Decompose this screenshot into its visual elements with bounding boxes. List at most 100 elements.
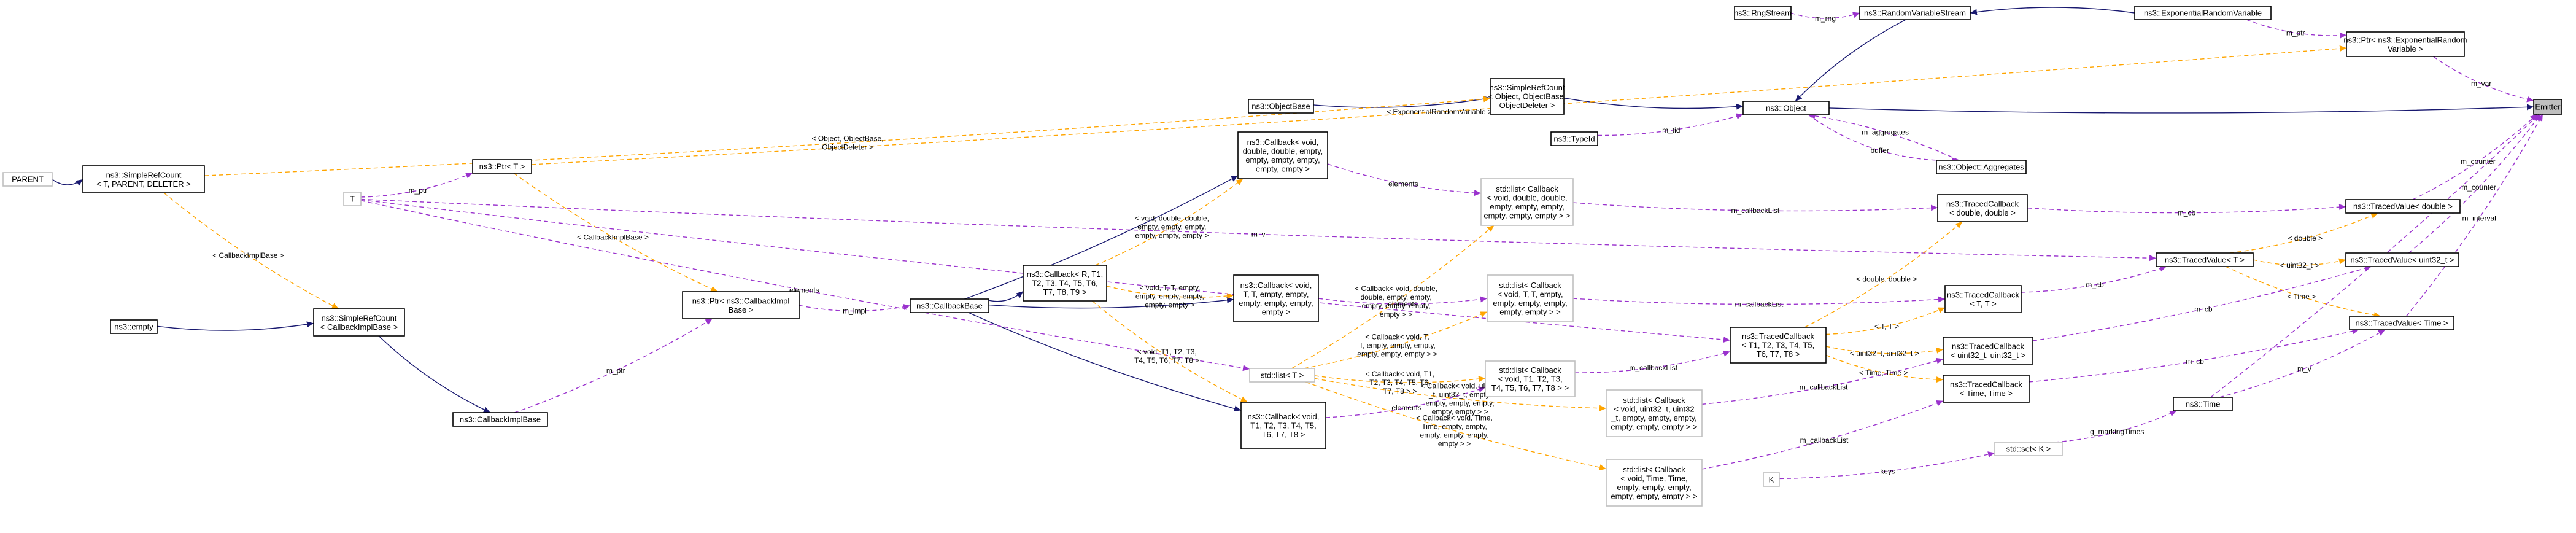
- class-name-line: ns3::RngStream: [1734, 9, 1792, 18]
- class-name-line: std::list< Callback: [1499, 281, 1561, 290]
- class-box: [452, 412, 548, 427]
- edge-label: m_cb: [2186, 357, 2204, 365]
- class-name-line: ns3::TracedValue< uint32_t >: [2350, 255, 2454, 265]
- class-node-listcbt1[interactable]: std::list< Callback< void, T1, T2, T3,T4…: [1485, 360, 1576, 397]
- class-box: [472, 159, 532, 174]
- class-name-line: empty, empty, empty,: [1493, 298, 1567, 308]
- class-node-tcbu32[interactable]: ns3::TracedCallback< uint32_t, uint32_t …: [1943, 337, 2033, 365]
- usage-arrow: [2412, 114, 2537, 200]
- class-node-simplerefcountobj[interactable]: ns3::SimpleRefCount< Object, ObjectBase,…: [1488, 78, 1566, 115]
- class-name-line: empty, empty, empty,: [1239, 298, 1313, 308]
- usage-arrow: [2021, 265, 2167, 293]
- edge-label: m_interval: [2462, 214, 2496, 223]
- class-node-callbackrt[interactable]: ns3::Callback< R, T1,T2, T3, T4, T5, T6,…: [1023, 265, 1107, 302]
- usage-arrow: [2027, 204, 2346, 214]
- class-node-object[interactable]: ns3::Object: [1742, 101, 1830, 115]
- class-box: [1240, 402, 1326, 449]
- class-node-t[interactable]: T: [343, 192, 362, 206]
- template-instance-arrow: [1092, 300, 1248, 403]
- edge-label: < T, T >: [1874, 322, 1899, 330]
- class-node-emitter[interactable]: Emitter: [2533, 99, 2562, 115]
- usage-arrow: [2054, 410, 2177, 443]
- edge-label: < double, double >: [1856, 274, 1917, 283]
- usage-arrow: [2029, 328, 2359, 383]
- class-node-tvtime[interactable]: ns3::TracedValue< Time >: [2349, 316, 2454, 330]
- class-box: [1734, 6, 1792, 20]
- class-node-setk[interactable]: std::set< K >: [1994, 442, 2063, 456]
- class-node-tcbtime[interactable]: ns3::TracedCallback< Time, Time >: [1943, 375, 2030, 403]
- class-name-line: double, double, empty,: [1243, 146, 1323, 155]
- class-node-listcbtime[interactable]: std::list< Callback< void, Time, Time,em…: [1606, 459, 1703, 507]
- class-node-simplerefcountcb[interactable]: ns3::SimpleRefCount< CallbackImplBase >: [313, 308, 405, 337]
- class-box: [1490, 78, 1565, 115]
- class-box: [2346, 31, 2465, 57]
- class-node-tvdouble[interactable]: ns3::TracedValue< double >: [2345, 199, 2461, 214]
- class-node-listcbu32[interactable]: std::list< Callback< void, uint32_t, uin…: [1606, 389, 1703, 437]
- class-name-line: < CallbackImplBase >: [320, 322, 398, 332]
- template-instance-arrow: [513, 173, 718, 292]
- edge-label: < Callback< void, T1,T2, T3, T4, T5, T6,…: [1366, 370, 1435, 395]
- edge-label: < Time >: [2287, 292, 2316, 301]
- class-node-tcbdd[interactable]: ns3::TracedCallback< double, double >: [1937, 194, 2028, 222]
- class-node-tvu32[interactable]: ns3::TracedValue< uint32_t >: [2345, 252, 2459, 267]
- class-node-tcbtt[interactable]: ns3::TracedCallback< T, T >: [1944, 285, 2022, 313]
- class-node-time[interactable]: ns3::Time: [2173, 397, 2233, 411]
- class-node-ptrt[interactable]: ns3::Ptr< T >: [472, 159, 532, 174]
- class-name-line: < void, double, double,: [1487, 193, 1567, 202]
- edge-label: < Callback< void, Time,Time, empty, empt…: [1416, 413, 1493, 448]
- inheritance-arrow: [964, 175, 1239, 300]
- class-box: [682, 291, 800, 319]
- class-node-k[interactable]: K: [1763, 472, 1780, 487]
- class-node-listcbdd[interactable]: std::list< Callback< void, double, doubl…: [1480, 178, 1574, 226]
- class-name-line: ns3::CallbackImplBase: [460, 415, 541, 424]
- class-box: [2173, 397, 2233, 411]
- class-node-listcbtt[interactable]: std::list< Callback< void, T, T, empty,e…: [1487, 274, 1574, 322]
- class-node-objectaggregates[interactable]: ns3::Object::Aggregates: [1936, 160, 2027, 174]
- class-node-simplerefcountt[interactable]: ns3::SimpleRefCount< T, PARENT, DELETER …: [82, 165, 205, 193]
- class-box: [343, 192, 362, 206]
- class-node-tcbt1[interactable]: ns3::TracedCallback< T1, T2, T3, T4, T5,…: [1730, 327, 1827, 364]
- template-instance-arrow: [2225, 266, 2381, 319]
- inheritance-arrow: [968, 312, 1242, 412]
- class-node-callbackimplbase[interactable]: ns3::CallbackImplBase: [452, 412, 548, 427]
- class-box: [1233, 274, 1319, 322]
- class-node-callbackvoidt1[interactable]: ns3::Callback< void,T1, T2, T3, T4, T5,T…: [1240, 402, 1326, 449]
- class-node-listt[interactable]: std::list< T >: [1249, 368, 1315, 383]
- class-name-line: < Time, Time >: [1960, 389, 2013, 398]
- class-node-empty[interactable]: ns3::empty: [110, 319, 158, 334]
- class-name-line: empty >: [1262, 307, 1291, 316]
- class-node-ptrexprv[interactable]: ns3::Ptr< ns3::ExponentialRandomVariable…: [2343, 31, 2467, 57]
- class-node-exponentialrandomvariable[interactable]: ns3::ExponentialRandomVariable: [2134, 6, 2272, 20]
- class-box: [2349, 316, 2454, 330]
- class-box: [313, 308, 405, 337]
- class-name-line: empty, empty, empty,: [1245, 155, 1320, 165]
- class-box: [1994, 442, 2063, 456]
- usage-arrow: [1701, 357, 1944, 405]
- class-box: [110, 319, 158, 334]
- class-node-ptrcallbackimplbase[interactable]: ns3::Ptr< ns3::CallbackImplBase >: [682, 291, 800, 319]
- class-name-line: T4, T5, T6, T7, T8 > >: [1491, 383, 1569, 392]
- usage-arrow: [1790, 12, 1860, 19]
- class-node-rngstream[interactable]: ns3::RngStream: [1734, 6, 1792, 20]
- class-name-line: T2, T3, T4, T5, T6,: [1032, 279, 1097, 288]
- class-box: [1943, 375, 2030, 403]
- class-name-line: < T, T >: [1970, 299, 1996, 308]
- class-node-randomvariablestream[interactable]: ns3::RandomVariableStream: [1859, 6, 1971, 20]
- class-name-line: PARENT: [12, 175, 44, 184]
- class-node-objectbase[interactable]: ns3::ObjectBase: [1248, 99, 1314, 114]
- class-name-line: ns3::TracedCallback: [1742, 332, 1815, 341]
- class-node-parent[interactable]: PARENT: [2, 172, 53, 187]
- edge-label: m_cb: [2178, 209, 2196, 217]
- class-node-callbackvoiddd[interactable]: ns3::Callback< void,double, double, empt…: [1237, 131, 1328, 179]
- class-node-tvt[interactable]: ns3::TracedValue< T >: [2156, 252, 2254, 267]
- class-node-callbackvoidtt[interactable]: ns3::Callback< void,T, T, empty, empty,e…: [1233, 274, 1319, 322]
- edge-label: < CallbackImplBase >: [577, 233, 649, 241]
- class-node-typeid[interactable]: ns3::TypeId: [1550, 131, 1598, 146]
- class-node-callbackbase[interactable]: ns3::CallbackBase: [910, 298, 989, 313]
- class-name-line: _t, empty, empty, empty,: [1611, 413, 1696, 422]
- class-name-line: ns3::TracedValue< double >: [2353, 202, 2453, 211]
- edge-label: m_impl: [843, 307, 867, 316]
- class-name-line: empty, empty, empty,: [1617, 483, 1691, 492]
- usage-arrow: [2408, 114, 2542, 254]
- edge-label: m_cb: [2194, 305, 2213, 313]
